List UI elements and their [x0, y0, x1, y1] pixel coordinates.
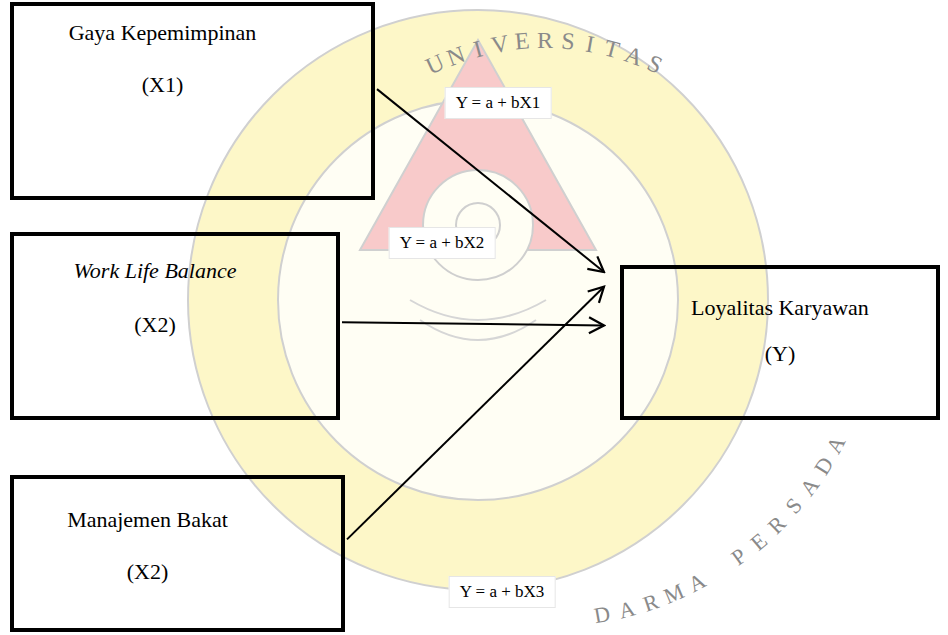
variable-box: Manajemen Bakat (X2): [10, 475, 345, 632]
variable-box: Work Life Balance (X2): [10, 232, 340, 420]
watermark-letter: N: [444, 41, 469, 69]
arrow-connector: [347, 287, 604, 540]
variable-symbol: (X2): [127, 559, 169, 585]
watermark-letter: D: [593, 603, 612, 627]
watermark-letter: S: [560, 28, 575, 53]
watermark-letter: R: [537, 28, 553, 52]
watermark-letter: V: [489, 31, 510, 58]
variable-name: Manajemen Bakat: [67, 507, 228, 533]
watermark-letter: D: [810, 454, 837, 479]
variable-box: Gaya Kepemimpinan (X1): [10, 2, 375, 200]
regression-equation: Y = a + bX1: [445, 87, 552, 119]
watermark-letter: I: [471, 36, 485, 61]
watermark-text: DARMA PERSADA: [580, 423, 858, 635]
regression-equation: Y = a + bX3: [449, 576, 556, 608]
watermark-letter: A: [616, 597, 637, 622]
watermark-letter: I: [584, 31, 596, 56]
variable-name: Loyalitas Karyawan: [691, 295, 869, 321]
logo-wave: [410, 300, 546, 340]
watermark-letter: P: [728, 544, 751, 569]
variable-name: Work Life Balance: [74, 258, 237, 284]
watermark-letter: T: [602, 35, 622, 62]
watermark-letter: A: [684, 570, 708, 597]
regression-equation: Y = a + bX2: [389, 227, 496, 259]
logo-gear: [423, 170, 533, 280]
logo-ring: [188, 10, 768, 590]
watermark-letter: M: [661, 580, 688, 608]
watermark-letter: S: [782, 495, 807, 519]
watermark-letter: R: [640, 590, 661, 616]
watermark-letter: E: [746, 529, 770, 554]
watermark-letter: E: [514, 28, 531, 53]
watermark-letter: R: [764, 512, 790, 538]
variable-symbol: (X2): [134, 312, 176, 338]
watermark-letter: S: [644, 51, 666, 78]
variable-symbol: (Y): [765, 341, 796, 367]
watermark-letter: U: [422, 50, 448, 79]
variable-box: Loyalitas Karyawan (Y): [620, 265, 940, 420]
watermark-letter: A: [823, 433, 850, 457]
watermark-text: UNIVERSITAS: [411, 16, 679, 88]
watermark-letter: A: [796, 474, 823, 500]
variable-symbol: (X1): [142, 72, 184, 98]
variable-name: Gaya Kepemimpinan: [69, 20, 257, 46]
watermark-letter: A: [622, 41, 647, 69]
